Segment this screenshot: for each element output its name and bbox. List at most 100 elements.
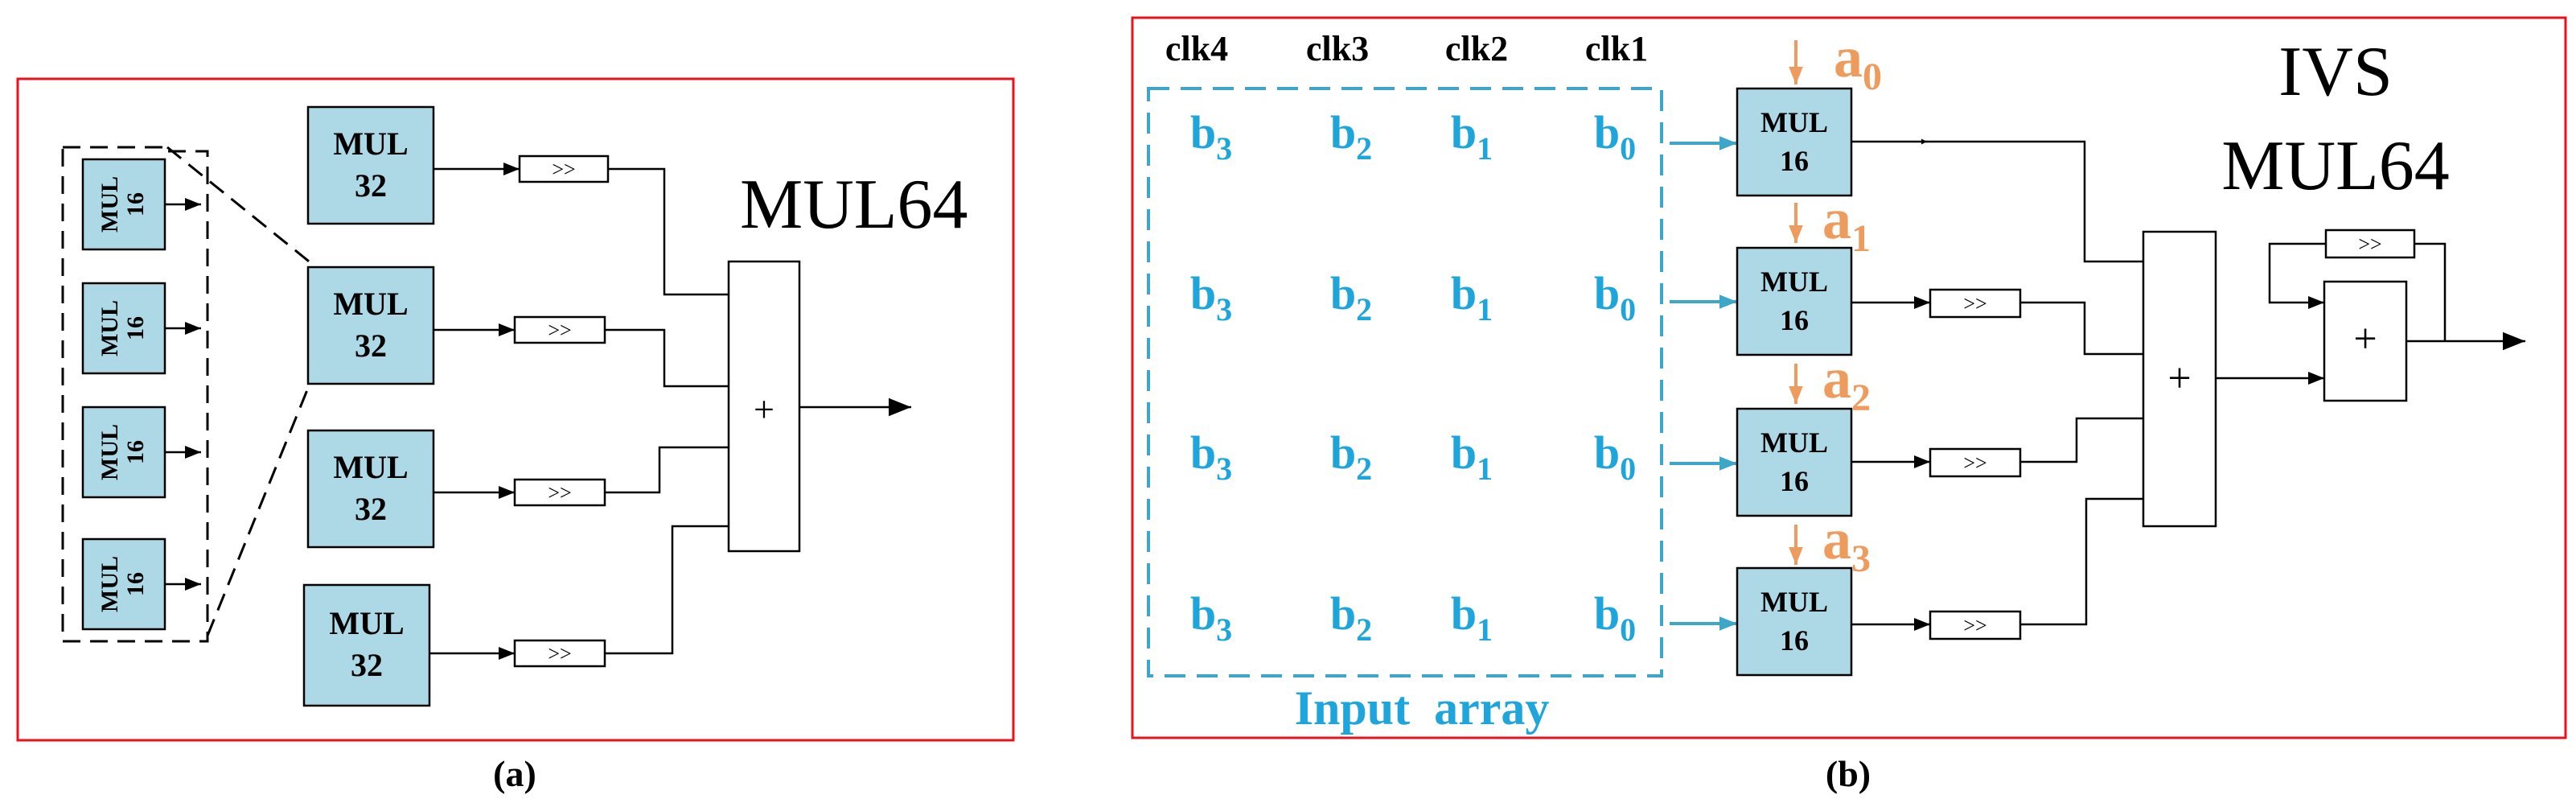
coefficient-label: a0 bbox=[1834, 25, 1882, 98]
b-value: b2 bbox=[1330, 587, 1372, 648]
mul16-label-2: 16 bbox=[1780, 624, 1809, 657]
shift-label: >> bbox=[1963, 451, 1986, 475]
b-value: b1 bbox=[1451, 267, 1493, 327]
mul16-label-2: 16 bbox=[1780, 465, 1809, 497]
coefficient-label: a2 bbox=[1822, 346, 1871, 419]
mul16-label-1: MUL bbox=[97, 556, 123, 612]
input-array-label: Input array bbox=[1295, 682, 1550, 735]
clock-label: clk3 bbox=[1306, 29, 1369, 68]
mul16-block: MUL 16 bbox=[1736, 566, 1853, 677]
mul16-block: MUL 16 bbox=[1736, 407, 1853, 517]
shift-box: >> bbox=[513, 315, 606, 344]
panel-b: clk4 clk3 clk2 clk1 b3 b2 b1 b0 b3 b2 b1… bbox=[1131, 16, 2567, 794]
shift-box: >> bbox=[513, 639, 606, 668]
shift-label: >> bbox=[2358, 233, 2381, 256]
mul32-label-2: 32 bbox=[355, 167, 387, 204]
panel-b-frame bbox=[1131, 16, 2567, 739]
panel-a: MUL 16 MUL 16 MUL 16 MUL 16 MUL 32 bbox=[16, 77, 1015, 794]
shift-box: >> bbox=[1929, 447, 2022, 478]
mul32-block: MUL 32 bbox=[306, 105, 435, 225]
mul32-block: MUL 32 bbox=[302, 583, 431, 707]
mul16-label-2: 16 bbox=[122, 316, 149, 340]
b-value: b0 bbox=[1594, 267, 1636, 327]
mul32-label-1: MUL bbox=[333, 126, 408, 162]
clock-label: clk1 bbox=[1585, 29, 1648, 68]
panel-a-title: MUL64 bbox=[740, 166, 968, 244]
shift-label: >> bbox=[552, 158, 575, 181]
mul16-group-outline bbox=[61, 146, 209, 643]
b-value: b3 bbox=[1190, 267, 1232, 327]
mul16-label-1: MUL bbox=[1760, 586, 1828, 618]
mul32-label-2: 32 bbox=[355, 491, 387, 527]
mul32-label-1: MUL bbox=[333, 449, 408, 485]
feedback-path bbox=[2268, 242, 2326, 309]
shift-label: >> bbox=[548, 481, 571, 504]
clock-label: clk4 bbox=[1165, 29, 1228, 68]
mul32-label-2: 32 bbox=[355, 327, 387, 364]
mul16-block: MUL 16 bbox=[81, 537, 201, 631]
b-value: b1 bbox=[1451, 106, 1493, 167]
b-value: b1 bbox=[1451, 587, 1493, 648]
input-row: b3 b2 b1 b0 bbox=[1190, 587, 1636, 648]
b-value: b2 bbox=[1330, 426, 1372, 487]
mul16-label-2: 16 bbox=[122, 440, 149, 464]
zoom-line-top bbox=[166, 146, 313, 266]
panel-b-caption: (b) bbox=[1826, 753, 1871, 794]
accumulator-label: + bbox=[2353, 316, 2377, 362]
mul32-block: MUL 32 bbox=[306, 429, 435, 549]
mul16-label-1: MUL bbox=[1760, 426, 1828, 459]
panel-b-title-line2: MUL64 bbox=[2221, 127, 2450, 205]
mul32-block: MUL 32 bbox=[306, 266, 435, 385]
panel-b-title-line1: IVS bbox=[2278, 33, 2393, 111]
b-value: b0 bbox=[1594, 426, 1636, 487]
mul16-label-1: MUL bbox=[97, 300, 123, 356]
mul16-block: MUL 16 bbox=[1736, 246, 1853, 356]
mul16-label-1: MUL bbox=[97, 424, 123, 480]
b-value: b3 bbox=[1190, 587, 1232, 648]
coefficient-label: a3 bbox=[1822, 507, 1871, 580]
shift-box: >> bbox=[513, 478, 606, 507]
mul16-label-2: 16 bbox=[1780, 304, 1809, 336]
shift-label: >> bbox=[1963, 292, 1986, 315]
shift-box: >> bbox=[518, 154, 610, 183]
b-value: b3 bbox=[1190, 426, 1232, 487]
b-value: b2 bbox=[1330, 106, 1372, 167]
adder-label: + bbox=[754, 389, 774, 430]
panel-a-caption: (a) bbox=[493, 753, 536, 794]
b-value: b0 bbox=[1594, 587, 1636, 648]
shift-box: >> bbox=[1929, 288, 2022, 319]
shift-label: >> bbox=[548, 319, 571, 342]
mul16-label-1: MUL bbox=[97, 176, 123, 233]
adder-block: + bbox=[727, 260, 801, 553]
shift-box: >> bbox=[1929, 610, 2022, 640]
zoom-line-bottom bbox=[206, 377, 314, 636]
b-value: b2 bbox=[1330, 267, 1372, 327]
mul16-block: MUL 16 bbox=[81, 282, 201, 375]
shift-label: >> bbox=[1963, 614, 1986, 637]
mul16-label-2: 16 bbox=[122, 192, 149, 216]
shift-label: >> bbox=[548, 642, 571, 665]
adder-block: + bbox=[2142, 230, 2217, 528]
b-value: b1 bbox=[1451, 426, 1493, 487]
mul32-label-1: MUL bbox=[329, 605, 404, 641]
mul16-block: MUL 16 bbox=[1736, 87, 1853, 197]
input-row: b3 b2 b1 b0 bbox=[1190, 106, 1636, 167]
input-row: b3 b2 b1 b0 bbox=[1190, 426, 1636, 487]
mul16-label-2: 16 bbox=[122, 572, 149, 596]
input-array-outline bbox=[1147, 87, 1663, 677]
feedback-shift-box: >> bbox=[2324, 229, 2416, 259]
mul32-label-2: 32 bbox=[351, 647, 383, 683]
b-value: b0 bbox=[1594, 106, 1636, 167]
adder-label: + bbox=[2167, 356, 2191, 402]
mul16-label-1: MUL bbox=[1760, 106, 1828, 138]
clock-label: clk2 bbox=[1445, 29, 1508, 68]
input-row: b3 b2 b1 b0 bbox=[1190, 267, 1636, 327]
mul16-block: MUL 16 bbox=[81, 158, 201, 251]
mul16-label-2: 16 bbox=[1780, 145, 1809, 177]
accumulator-adder: + bbox=[2323, 280, 2408, 402]
panel-a-frame bbox=[16, 77, 1015, 742]
mul32-label-1: MUL bbox=[333, 286, 408, 322]
b-value: b3 bbox=[1190, 106, 1232, 167]
mul16-label-1: MUL bbox=[1760, 266, 1828, 298]
